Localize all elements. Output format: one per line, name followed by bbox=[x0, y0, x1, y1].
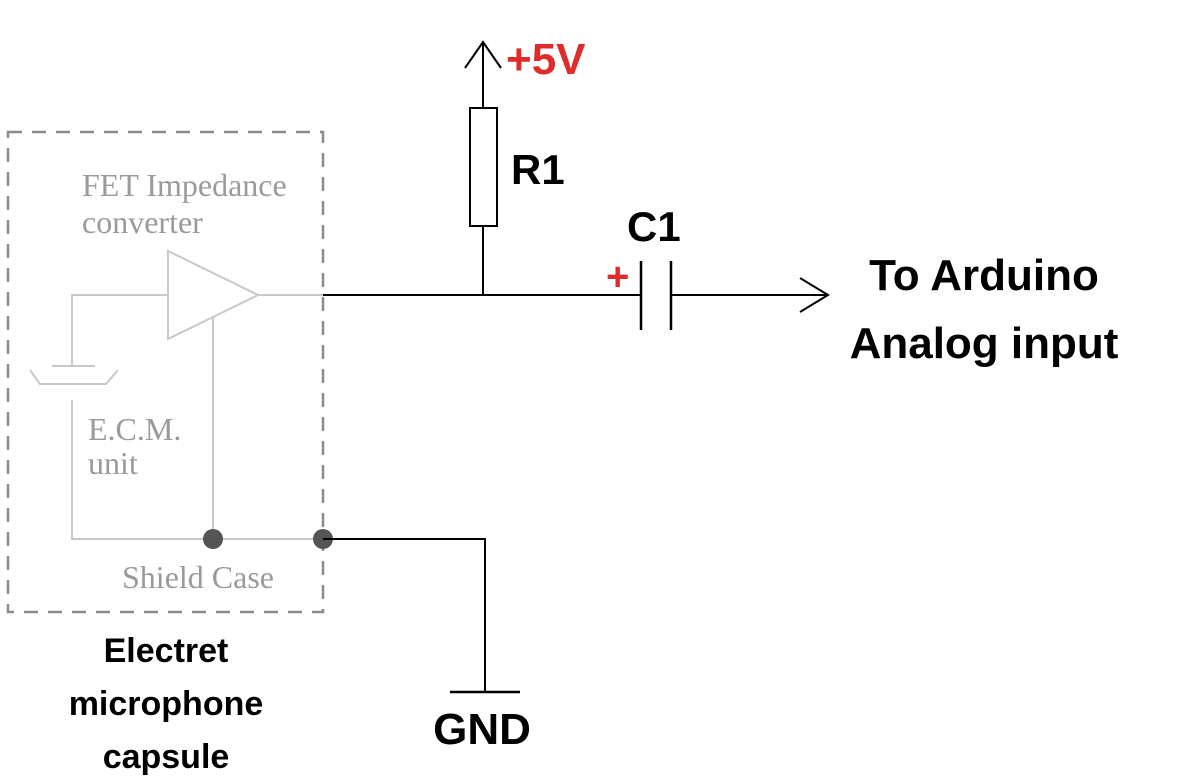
shield-case-label: Shield Case bbox=[122, 559, 274, 595]
output-label-line2: Analog input bbox=[850, 319, 1119, 368]
ecm-label-line1: E.C.M. bbox=[88, 411, 181, 447]
capacitor-label: C1 bbox=[627, 203, 681, 250]
fet-label-line2: converter bbox=[82, 204, 203, 240]
fet-input-wire bbox=[71, 294, 168, 366]
resistor-r1 bbox=[469, 107, 498, 227]
supply-label: +5V bbox=[506, 35, 586, 84]
fet-label-line1: FET Impedance bbox=[82, 167, 287, 203]
supply-arrow-icon bbox=[464, 40, 502, 69]
capsule-caption-line1: Electret bbox=[104, 632, 229, 670]
ecm-label-line2: unit bbox=[88, 445, 138, 481]
ecm-shield-wire bbox=[71, 400, 323, 540]
output-label-line1: To Arduino bbox=[869, 251, 1099, 300]
capsule-caption-line3: capsule bbox=[103, 738, 230, 776]
capsule-caption-line2: microphone bbox=[69, 685, 264, 723]
ground-wire bbox=[323, 538, 486, 692]
output-arrow-icon bbox=[799, 277, 830, 313]
node-dot-fet-ground bbox=[203, 529, 223, 549]
capsule-dashed-border bbox=[6, 130, 325, 614]
capacitor-polarity-mark: + bbox=[606, 255, 629, 299]
ground-label: GND bbox=[433, 705, 531, 754]
resistor-label: R1 bbox=[511, 146, 565, 193]
ecm-diaphragm bbox=[29, 369, 119, 385]
